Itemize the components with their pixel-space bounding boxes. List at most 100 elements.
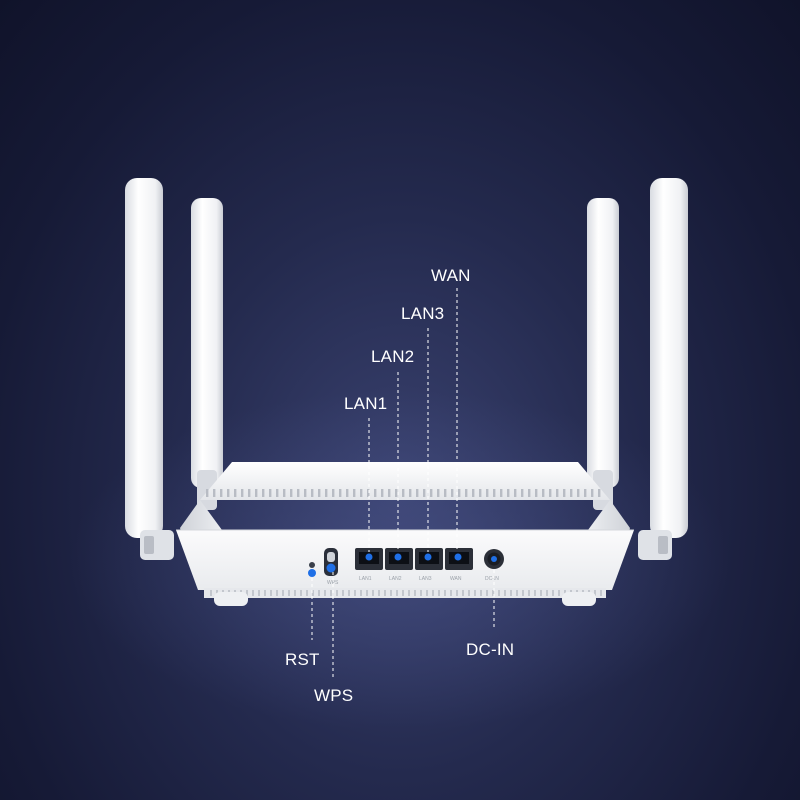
vent-slot [430, 489, 433, 497]
rst-pinhole[interactable] [308, 562, 316, 577]
vent-slot [552, 590, 554, 596]
vent-slot [325, 489, 328, 497]
port-wan[interactable]: WAN [445, 548, 473, 582]
vent-slot [366, 590, 368, 596]
wan-marking: WAN [450, 576, 462, 582]
vent-slot [408, 590, 410, 596]
vent-slot [269, 489, 272, 497]
antenna-back-left [191, 198, 223, 510]
vent-slot [390, 590, 392, 596]
vent-slot [255, 489, 258, 497]
top-vents [206, 489, 601, 497]
port-lan2[interactable]: LAN2 [385, 548, 413, 582]
vent-slot [318, 489, 321, 497]
vent-slot [444, 590, 446, 596]
vent-slot [409, 489, 412, 497]
vent-slot [304, 489, 307, 497]
vent-slot [342, 590, 344, 596]
dc-in-jack[interactable]: DC-IN [484, 549, 504, 582]
vent-slot [516, 590, 518, 596]
vent-slot [420, 590, 422, 596]
vent-slot [330, 590, 332, 596]
vent-slot [500, 489, 503, 497]
vent-slot [367, 489, 370, 497]
lan1-marking: LAN1 [359, 576, 372, 582]
vent-slot [570, 489, 573, 497]
lan3-marking: LAN3 [419, 576, 432, 582]
vent-slot [563, 489, 566, 497]
vent-slot [456, 590, 458, 596]
vent-slot [396, 590, 398, 596]
vent-slot [438, 590, 440, 596]
port-lan3[interactable]: LAN3 [415, 548, 443, 582]
vent-slot [336, 590, 338, 596]
dc-in-marking: DC-IN [485, 576, 499, 582]
vent-slot [549, 489, 552, 497]
vent-slot [414, 590, 416, 596]
vent-slot [402, 590, 404, 596]
vent-slot [546, 590, 548, 596]
vent-slot [248, 489, 251, 497]
vent-slot [577, 489, 580, 497]
vent-slot [234, 489, 237, 497]
vent-slot [556, 489, 559, 497]
vent-slot [282, 590, 284, 596]
vent-slot [264, 590, 266, 596]
vent-slot [598, 489, 601, 497]
vent-slot [262, 489, 265, 497]
vent-slot [591, 489, 594, 497]
vent-slot [492, 590, 494, 596]
vent-slot [426, 590, 428, 596]
vent-slot [521, 489, 524, 497]
vent-slot [348, 590, 350, 596]
vent-slot [332, 489, 335, 497]
vent-slot [600, 590, 602, 596]
vent-slot [507, 489, 510, 497]
vent-slot [395, 489, 398, 497]
vent-slot [311, 489, 314, 497]
vent-slot [360, 489, 363, 497]
vent-slot [297, 489, 300, 497]
wps-button[interactable]: WPS [324, 548, 339, 586]
port-lan1[interactable]: LAN1 [355, 548, 383, 582]
vent-slot [444, 489, 447, 497]
vent-slot [504, 590, 506, 596]
vent-slot [227, 489, 230, 497]
vent-slot [300, 590, 302, 596]
vent-slot [360, 590, 362, 596]
vent-slot [514, 489, 517, 497]
vent-slot [318, 590, 320, 596]
vent-slot [522, 590, 524, 596]
vent-slot [388, 489, 391, 497]
vent-slot [450, 590, 452, 596]
vent-slot [479, 489, 482, 497]
vent-slot [462, 590, 464, 596]
vent-slot [584, 489, 587, 497]
vent-slot [437, 489, 440, 497]
antenna-front-right [638, 178, 688, 560]
vent-slot [374, 489, 377, 497]
vent-slot [528, 590, 530, 596]
vent-slot [594, 590, 596, 596]
label-lan1: LAN1 [344, 394, 388, 413]
vent-slot [306, 590, 308, 596]
vent-slot [474, 590, 476, 596]
vent-slot [458, 489, 461, 497]
vent-slot [220, 489, 223, 497]
vent-slot [423, 489, 426, 497]
label-wan: WAN [431, 266, 471, 285]
foot-right [562, 592, 596, 606]
label-dc-in: DC-IN [466, 640, 515, 659]
vent-slot [416, 489, 419, 497]
antenna-front-left [125, 178, 174, 560]
vent-slot [354, 590, 356, 596]
vent-slot [493, 489, 496, 497]
vent-slot [290, 489, 293, 497]
vent-slot [312, 590, 314, 596]
leader-lines [311, 288, 495, 678]
vent-slot [486, 489, 489, 497]
vent-slot [558, 590, 560, 596]
vent-slot [472, 489, 475, 497]
vent-slot [451, 489, 454, 497]
bottom-vent-strip [204, 588, 606, 598]
